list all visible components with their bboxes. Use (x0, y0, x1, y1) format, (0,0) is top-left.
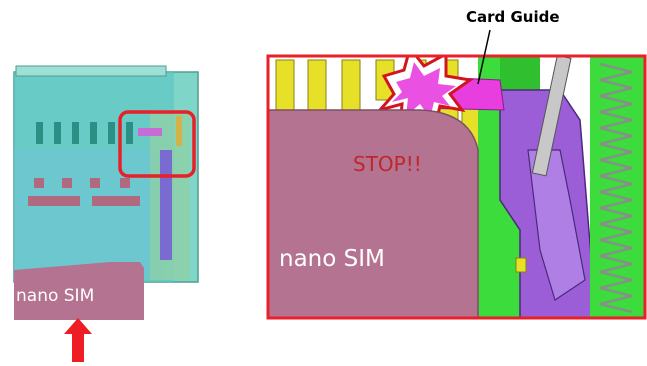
card-guide-leader (477, 29, 491, 85)
mini-card-guide (138, 128, 162, 136)
zoom-frame (266, 54, 647, 320)
arrow-up-icon (64, 318, 92, 362)
contact-pins (36, 122, 133, 144)
zoom-detail (266, 29, 647, 320)
highlight-box (118, 110, 196, 178)
spring (599, 62, 633, 314)
connector-top-edge (15, 65, 167, 77)
sim-card-left (14, 262, 144, 320)
connector-overview (13, 65, 199, 362)
slot-marks (28, 178, 140, 206)
side-lever (160, 150, 172, 260)
stop-label: STOP!! (353, 152, 422, 176)
sim-label-right: nano SIM (279, 246, 385, 272)
lever-inner (527, 149, 586, 301)
small-terminal (515, 257, 527, 273)
cover-plate (14, 150, 164, 278)
sim-label-left: nano SIM (16, 286, 95, 306)
starburst-core (392, 62, 456, 118)
side-spring (176, 116, 182, 146)
sim-card-right (268, 109, 479, 318)
card-guide-label: Card Guide (466, 8, 560, 26)
